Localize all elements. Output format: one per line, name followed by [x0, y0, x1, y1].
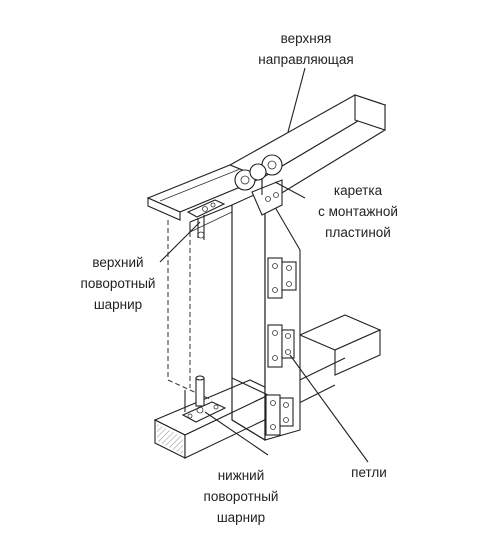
- hinge-bottom: [265, 394, 294, 436]
- bottom-pivot-label-line1: нижний: [217, 468, 265, 483]
- leader-lines: [159, 67, 369, 463]
- top-pivot: [186, 199, 226, 240]
- top-rail-label: верхняя направляющая: [233, 28, 379, 70]
- hinge-middle: [267, 324, 295, 368]
- bottom-pivot-label-line2: поворотный: [203, 489, 279, 504]
- carriage-label: каретка с монтажной пластиной: [300, 180, 416, 243]
- carriage-label-line1: каретка: [333, 183, 383, 198]
- hinge-top: [267, 257, 297, 299]
- front-panel: [189, 187, 301, 441]
- top-pivot-label-line1: верхний: [92, 255, 144, 270]
- bottom-pivot-label-line3: шарнир: [216, 510, 266, 525]
- carriage: [234, 154, 283, 216]
- bottom-pivot: [181, 375, 227, 423]
- top-rail-label-line1: верхняя: [280, 31, 332, 46]
- hinges-label: петли: [334, 462, 404, 483]
- top-rail-label-line2: направляющая: [258, 52, 354, 67]
- top-pivot-label: верхний поворотный шарнир: [62, 252, 174, 315]
- carriage-label-line3: пластиной: [325, 225, 391, 240]
- carriage-label-line2: с монтажной: [318, 204, 398, 219]
- bottom-pivot-label: нижний поворотный шарнир: [185, 465, 297, 528]
- rear-panel: [167, 210, 233, 401]
- hinges-label-text: петли: [351, 465, 387, 480]
- top-pivot-label-line3: шарнир: [93, 297, 143, 312]
- top-pivot-label-line2: поворотный: [80, 276, 156, 291]
